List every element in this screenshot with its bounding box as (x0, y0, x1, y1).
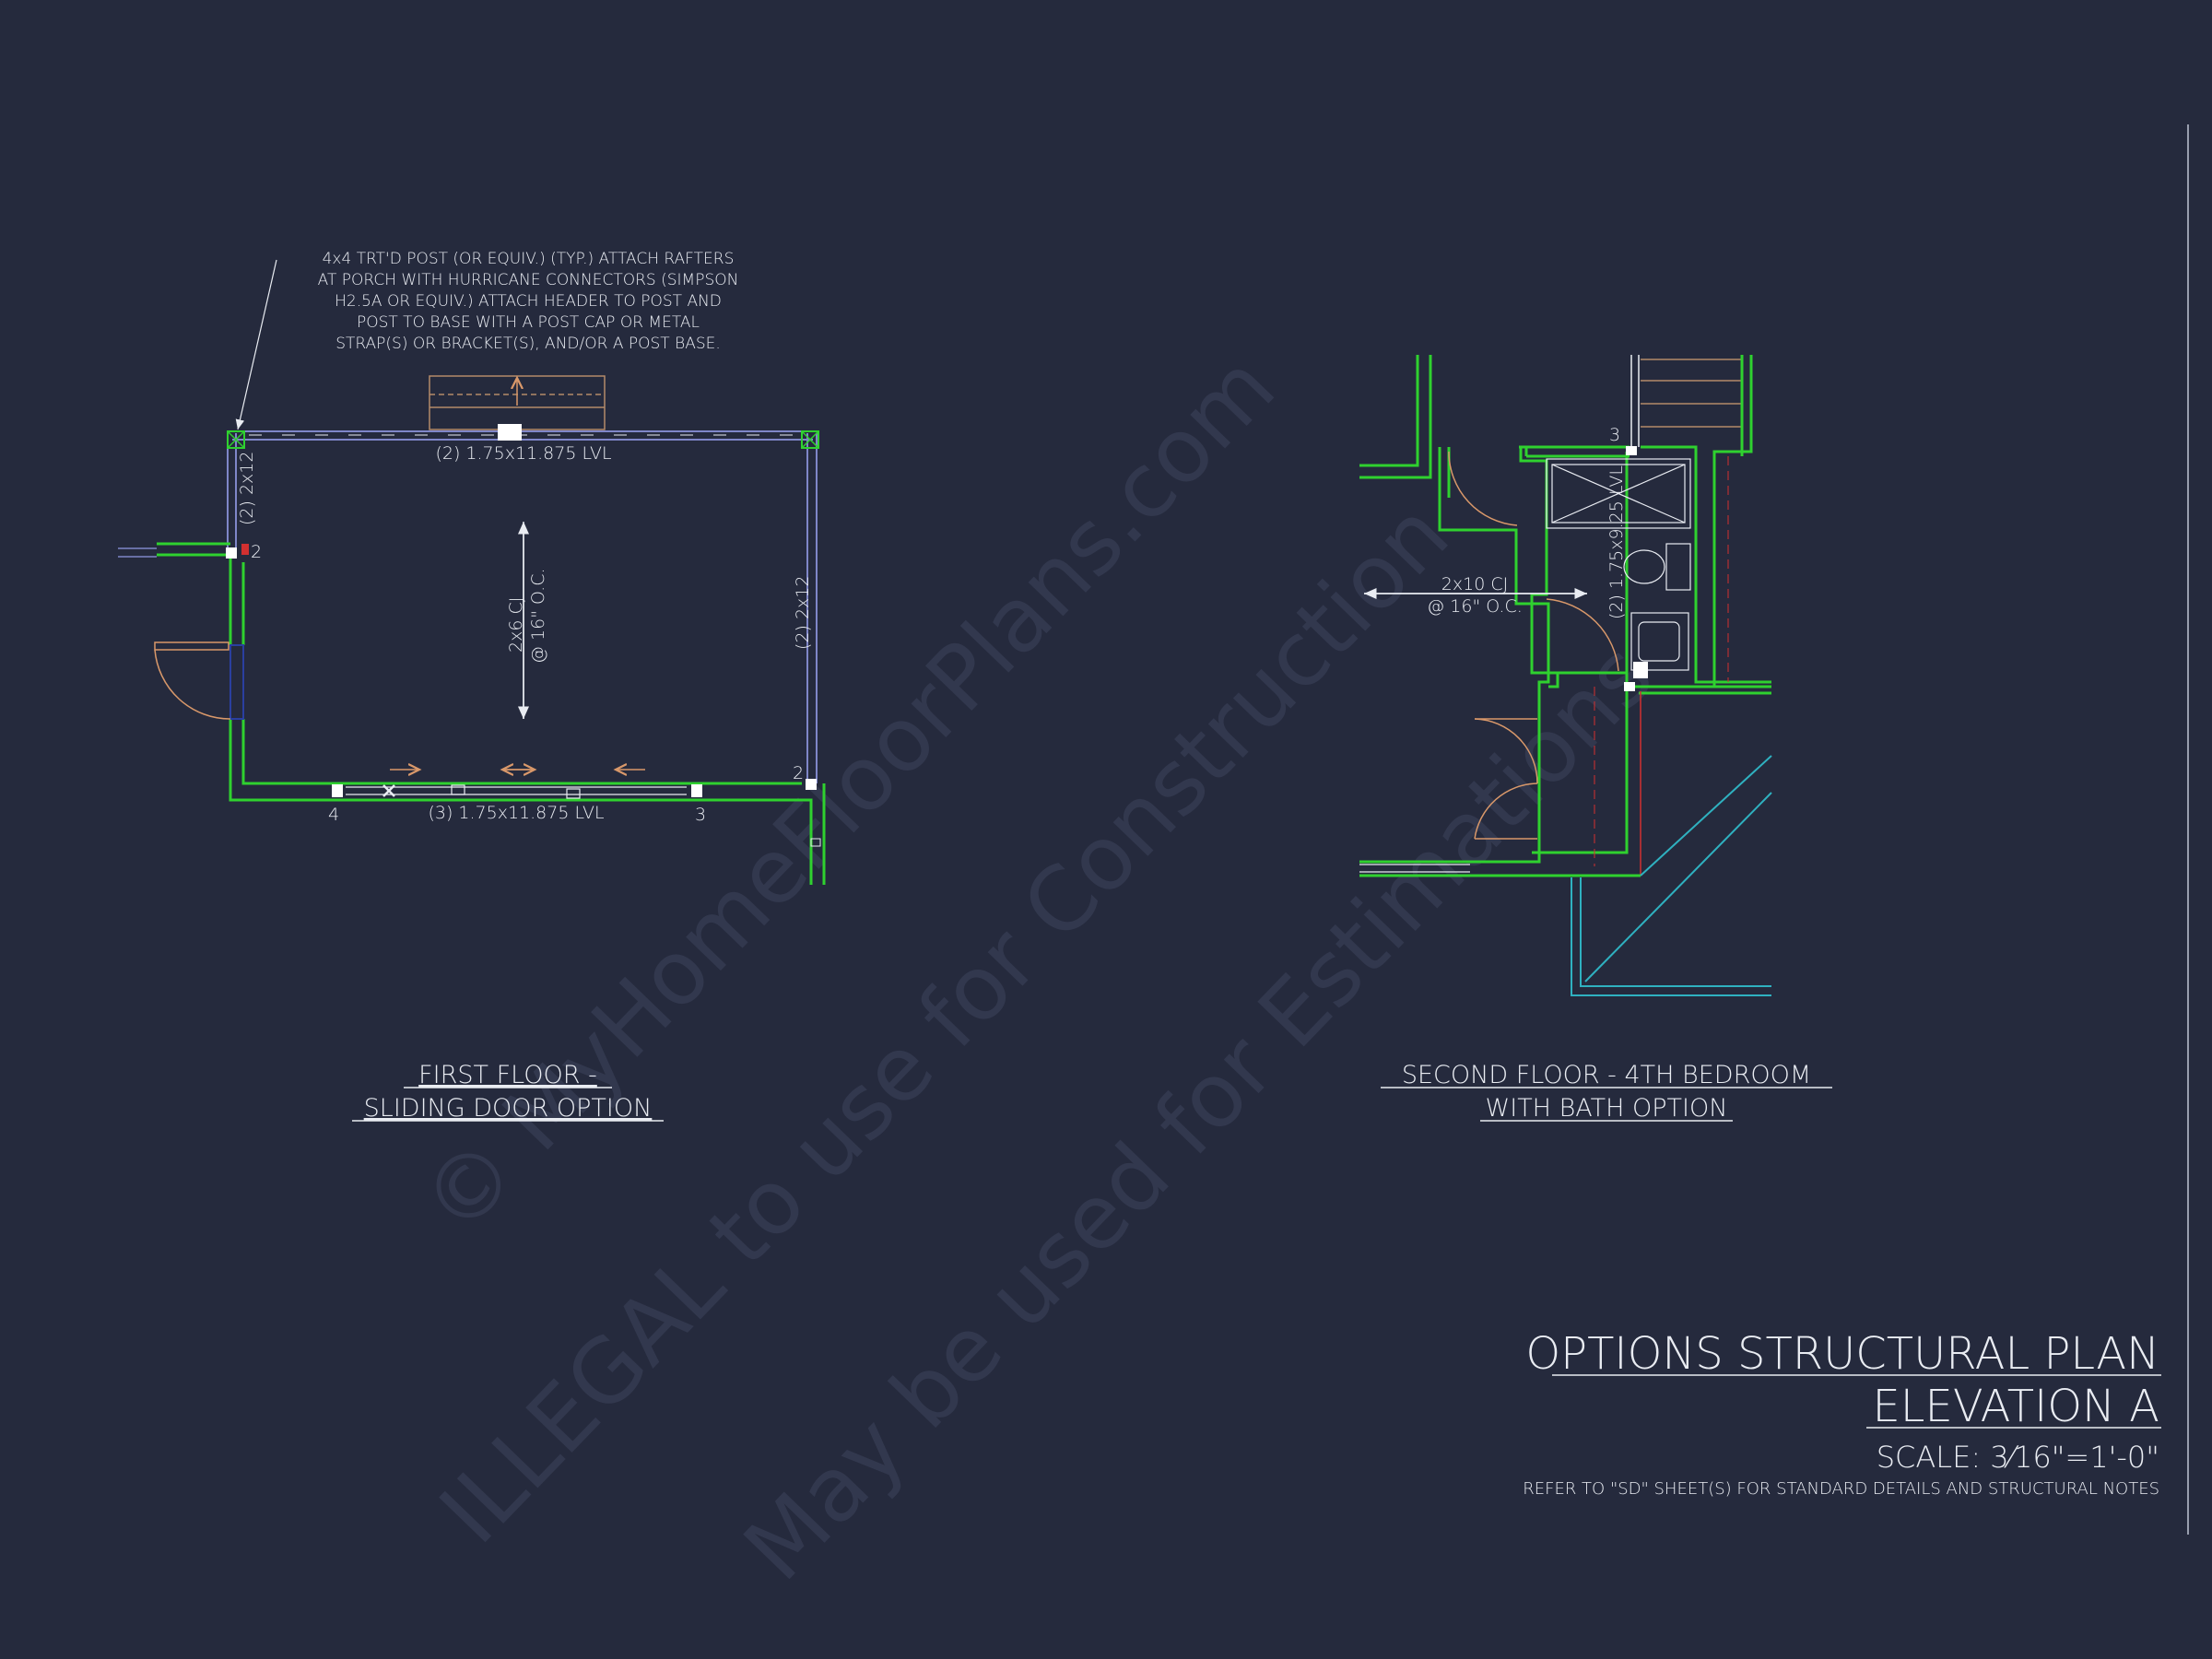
sliding-door (346, 784, 687, 799)
second-floor-doors (1448, 451, 1619, 840)
first-floor-title-line-2: SLIDING DOOR OPTION (364, 1094, 653, 1123)
post-mark-bottom-right: 3 (695, 805, 706, 825)
corner-post-right (801, 430, 819, 449)
first-floor-walls (157, 542, 826, 885)
second-beam-label: (2) 1.75x9.25 LVL (1606, 465, 1627, 619)
shower (1546, 458, 1691, 529)
top-beam-label: (2) 1.75x11.875 LVL (435, 443, 611, 464)
right-header-label: (2) 2x12 (793, 576, 813, 650)
second-joist-size-label: 2x10 CJ (1441, 574, 1508, 594)
post-note-line-5: STRAP(S) OR BRACKET(S), AND/OR A POST BA… (335, 335, 721, 353)
post-note-line-3: H2.5A OR EQUIV.) ATTACH HEADER TO POST A… (335, 292, 722, 311)
second-post-mark: 3 (1609, 425, 1620, 445)
stair (1641, 359, 1742, 428)
post-note-line-1: 4x4 TRT'D POST (OR EQUIV.) (TYP.) ATTACH… (323, 250, 735, 268)
post-note-leader (235, 259, 277, 430)
second-floor-plan: 2x10 CJ @ 16" O.C. (2) 1.75x9.25 LVL 3 S… (1359, 355, 1832, 1123)
vanity (1630, 612, 1689, 671)
post-mark-left: 2 (251, 542, 262, 562)
post-note-line-4: POST TO BASE WITH A POST CAP OR METAL (357, 313, 700, 332)
toilet (1623, 543, 1691, 591)
sheet-subtitle: ELEVATION A (1872, 1381, 2159, 1432)
second-floor-title-line-2: WITH BATH OPTION (1486, 1094, 1728, 1123)
sheet-title: OPTIONS STRUCTURAL PLAN (1525, 1328, 2159, 1380)
sheet-note: REFER TO "SD" SHEET(S) FOR STANDARD DETA… (1523, 1479, 2159, 1499)
post-mark-bottom-left: 4 (328, 805, 339, 825)
joist-size-label: 2x6 CJ (506, 597, 526, 653)
left-header-label: (2) 2x12 (237, 452, 257, 525)
bottom-beam-label: (3) 1.75x11.875 LVL (428, 803, 604, 823)
first-floor-plan: 4x4 TRT'D POST (OR EQUIV.) (TYP.) ATTACH… (118, 250, 826, 1123)
deck-outline (1571, 755, 1772, 996)
post-note-line-2: AT PORCH WITH HURRICANE CONNECTORS (SIMP… (318, 271, 739, 289)
sheet-scale: SCALE: 3⁄16"=1'-0" (1877, 1440, 2159, 1475)
second-joist-spacing-label: @ 16" O.C. (1427, 596, 1523, 617)
post-mark-right: 2 (793, 763, 804, 783)
top-beam-lines (232, 430, 813, 441)
corner-post-left (227, 430, 245, 449)
second-floor-title-line-1: SECOND FLOOR - 4TH BEDROOM (1402, 1061, 1811, 1089)
first-floor-title-line-1: FIRST FLOOR - (418, 1061, 597, 1089)
title-block: OPTIONS STRUCTURAL PLAN ELEVATION A SCAL… (1523, 1328, 2161, 1499)
first-floor-door (154, 641, 231, 720)
watermark: © MyHomeFloorPlans.com ILLEGAL to use fo… (402, 335, 1673, 1600)
joist-spacing-label: @ 16" O.C. (528, 568, 548, 664)
